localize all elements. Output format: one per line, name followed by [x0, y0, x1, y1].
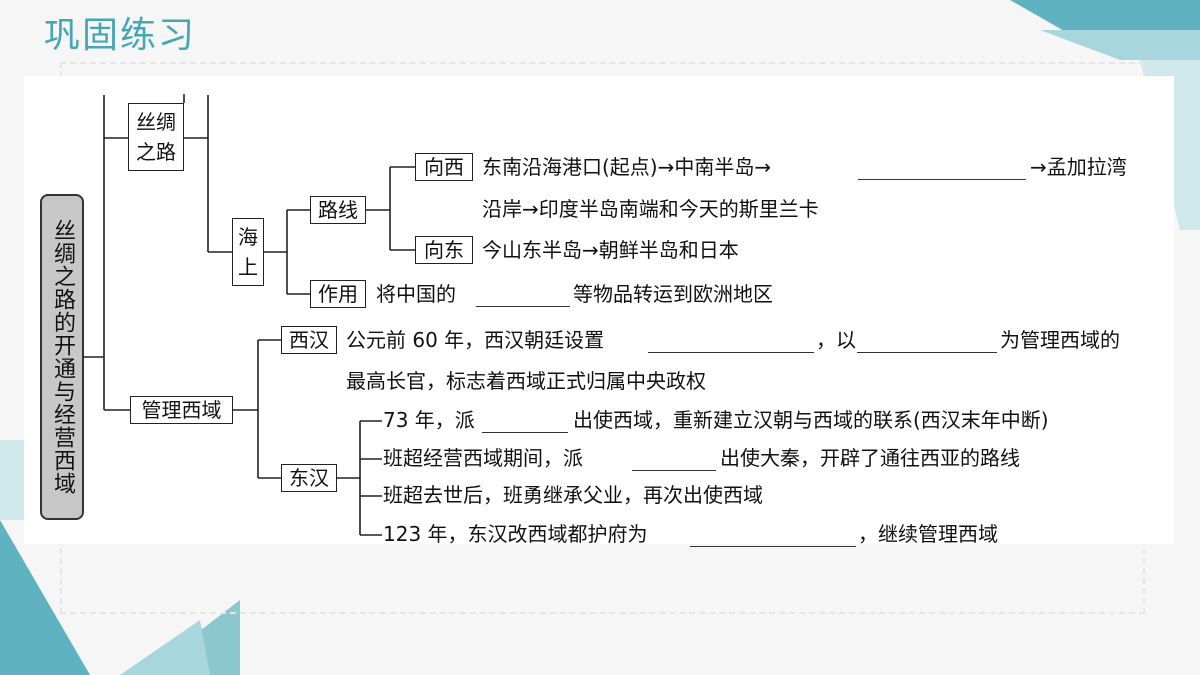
eastern-han-text-2: 出使西域，重新建立汉朝与西域的联系(西汉末年中断)	[573, 408, 1049, 432]
eastern-han-text-1: 73 年，派	[383, 408, 475, 432]
western-han-text-3: 为管理西域的	[1000, 328, 1120, 352]
blank-eastern-han-1	[482, 432, 568, 433]
eastern-han-text-4: 出使大秦，开辟了通往西亚的路线	[720, 446, 1020, 470]
node-silk-road-label: 丝绸之路	[136, 110, 176, 164]
slide-title: 巩固练习	[44, 15, 197, 56]
root-topic-label: 丝绸之路的开通与经营西域	[40, 194, 84, 520]
east-route-text: 今山东半岛→朝鲜半岛和日本	[482, 238, 739, 262]
content-panel	[24, 76, 1174, 544]
west-route-text-1: 东南沿海港口(起点)→中南半岛→	[482, 155, 772, 179]
eastern-han-text-7: ，继续管理西域	[858, 522, 998, 546]
blank-eastern-han-2	[632, 470, 716, 471]
eastern-han-text-3: 班超经营西域期间，派	[383, 446, 583, 470]
corner-stripe-bottom-left	[0, 520, 90, 675]
west-route-text-3: 沿岸→印度半岛南端和今天的斯里兰卡	[482, 197, 819, 221]
node-silk-road: 丝绸之路	[128, 103, 184, 171]
west-route-text-2: →孟加拉湾	[1030, 155, 1127, 179]
blank-eastern-han-3	[690, 546, 856, 547]
node-west: 向西	[415, 153, 473, 181]
effect-text-1: 将中国的	[376, 282, 456, 306]
western-han-text-4: 最高长官，标志着西域正式归属中央政权	[346, 369, 706, 393]
blank-effect	[476, 306, 570, 307]
eastern-han-text-5: 班超去世后，班勇继承父业，再次出使西域	[383, 483, 763, 507]
blank-western-han-1	[648, 352, 814, 353]
node-western-han: 西汉	[281, 326, 337, 354]
western-han-text-2: ，以	[816, 328, 856, 352]
eastern-han-text-6: 123 年，东汉改西域都护府为	[383, 522, 648, 546]
blank-western-han-2	[857, 352, 997, 353]
corner-stripe-top-right-light	[1040, 30, 1200, 60]
bottom-triangle-light	[120, 620, 210, 675]
node-east: 向东	[415, 236, 473, 264]
node-effect: 作用	[310, 280, 366, 308]
western-han-text-1: 公元前 60 年，西汉朝廷设置	[346, 328, 605, 352]
blank-west-route	[858, 179, 1026, 180]
corner-stripe-left	[0, 440, 30, 520]
effect-text-2: 等物品转运到欧洲地区	[573, 282, 773, 306]
node-route: 路线	[310, 196, 366, 224]
node-sea: 海上	[232, 218, 264, 286]
node-manage: 管理西域	[130, 396, 233, 424]
node-eastern-han: 东汉	[281, 464, 337, 492]
node-sea-label: 海上	[238, 225, 258, 279]
